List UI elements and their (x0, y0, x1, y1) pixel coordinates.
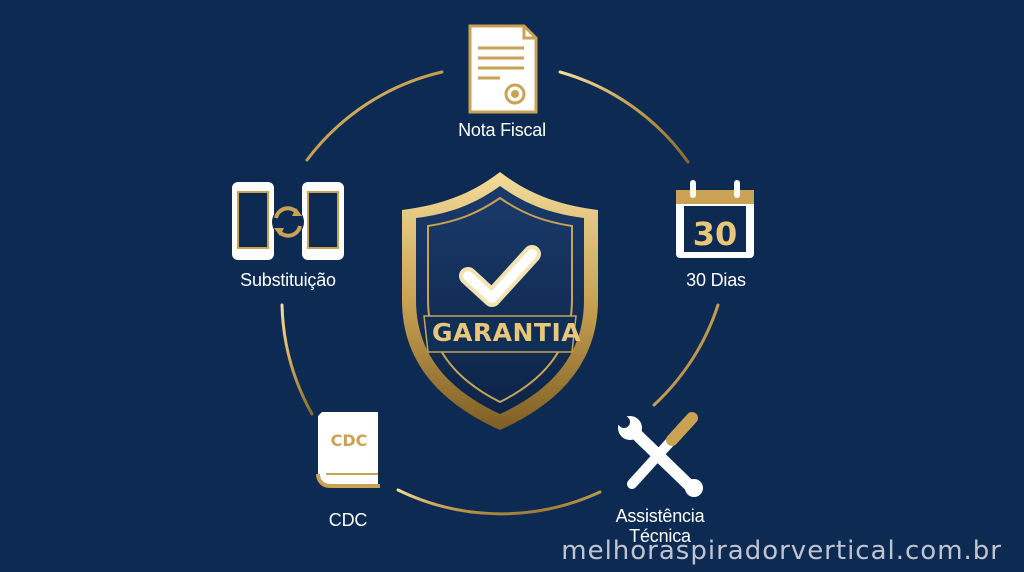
ring (280, 70, 720, 516)
watermark: melhoraspiradorvertical.com.br (561, 536, 1002, 566)
label-30-dias: 30 Dias (686, 270, 746, 290)
calendar-number: 30 (693, 215, 738, 253)
label-cdc: CDC (328, 510, 368, 530)
label-assistencia: Assistência (615, 506, 705, 526)
phone-swap-icon (232, 182, 344, 260)
book-title: CDC (331, 431, 368, 450)
label-substituicao: Substituição (240, 270, 336, 290)
label-nota-fiscal: Nota Fiscal (458, 120, 546, 140)
wrench-screwdriver-icon (618, 412, 703, 497)
label-tecnica: Técnica (629, 526, 691, 546)
shield-badge-text: GARANTIA (432, 318, 582, 347)
calendar-icon: 30 (676, 180, 754, 258)
document-certificate-icon (468, 24, 538, 114)
ring-arc-top-right (558, 70, 690, 164)
book-icon: CDC (316, 412, 380, 488)
ring-arc-bottom (396, 488, 602, 516)
shield-icon (402, 172, 598, 430)
ring-arc-right (652, 303, 720, 407)
ring-arc-left (280, 303, 314, 416)
ring-arc-top-left (305, 70, 444, 162)
label-assistencia-tecnica: Assistência Técnica (592, 506, 728, 546)
